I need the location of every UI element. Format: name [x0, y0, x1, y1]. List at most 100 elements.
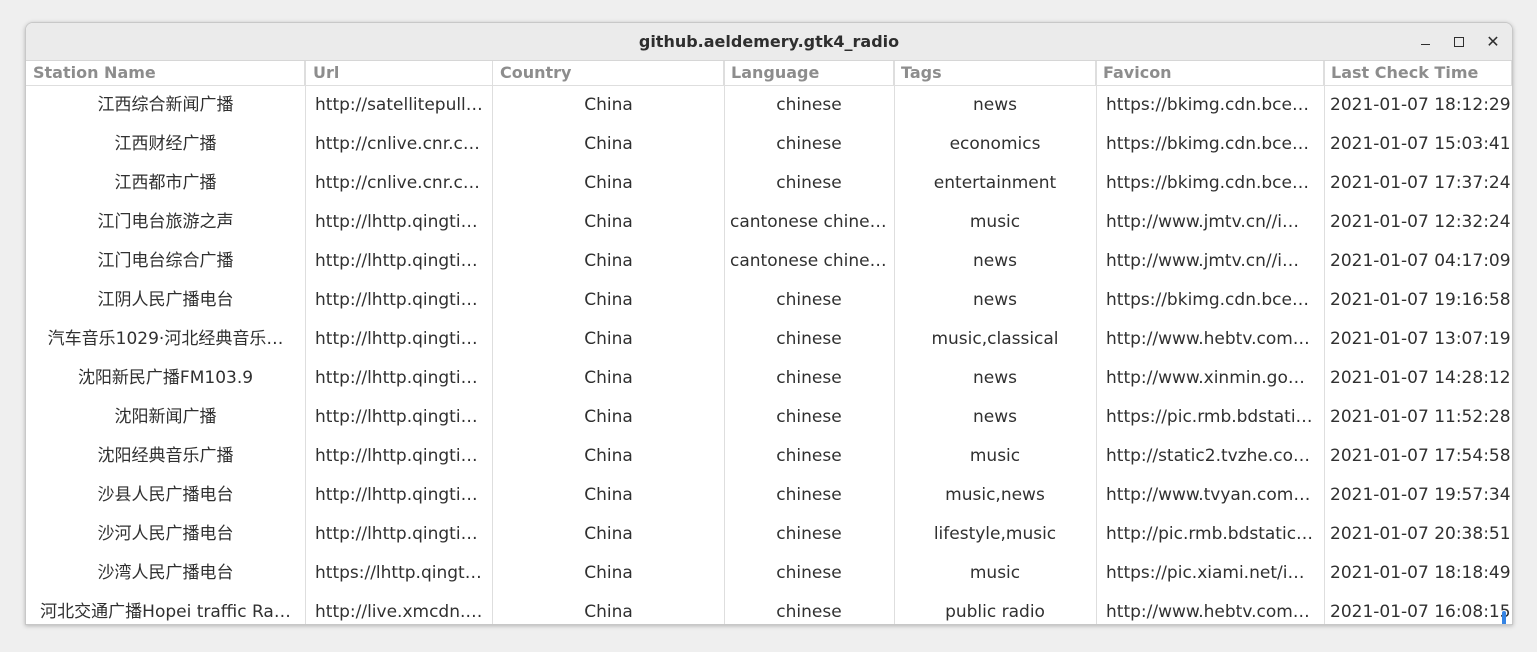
cell-language: chinese — [776, 524, 842, 544]
cell-url: http://satellitepull… — [315, 95, 483, 115]
cell-country: China — [584, 251, 633, 271]
vertical-scrollbar[interactable] — [1502, 611, 1506, 624]
cell-tags: entertainment — [933, 173, 1057, 193]
cell-language: chinese — [776, 290, 842, 310]
cell-last-check-time: 2021-01-07 17:37:24 — [1330, 173, 1511, 193]
column-header-url[interactable]: Url — [306, 61, 493, 85]
cell-url: http://lhttp.qingti… — [315, 368, 478, 388]
cell-last-check-time: 2021-01-07 14:28:12 — [1330, 368, 1511, 388]
cell-last-check-time: 2021-01-07 18:12:29 — [1330, 95, 1511, 115]
column-header-last-check-time[interactable]: Last Check Time — [1324, 61, 1512, 85]
cell-country: China — [584, 446, 633, 466]
cell-country: China — [584, 329, 633, 349]
cell-station-name: 沈阳新闻广播 — [114, 407, 217, 427]
cell-tags: music — [969, 563, 1021, 583]
cell-favicon: http://www.xinmin.go… — [1106, 368, 1305, 388]
column-divider — [305, 61, 306, 624]
cell-tags: music,classical — [931, 329, 1059, 349]
cell-language: chinese — [776, 563, 842, 583]
cell-favicon: https://bkimg.cdn.bce… — [1106, 95, 1309, 115]
cell-url: http://lhttp.qingti… — [315, 290, 478, 310]
cell-country: China — [584, 290, 633, 310]
cell-country: China — [584, 524, 633, 544]
cell-language: chinese — [776, 485, 842, 505]
cell-last-check-time: 2021-01-07 12:32:24 — [1330, 212, 1511, 232]
cell-last-check-time: 2021-01-07 19:16:58 — [1330, 290, 1511, 310]
cell-station-name: 江西综合新闻广播 — [97, 95, 234, 115]
cell-tags: music — [969, 446, 1021, 466]
station-table[interactable]: Station Name Url Country Language Tags F… — [26, 61, 1512, 624]
cell-favicon: http://www.jmtv.cn//i… — [1106, 212, 1300, 232]
cell-favicon: https://bkimg.cdn.bce… — [1106, 290, 1309, 310]
cell-url: http://cnlive.cnr.c… — [315, 173, 480, 193]
cell-tags: news — [973, 368, 1017, 388]
cell-favicon: https://bkimg.cdn.bce… — [1106, 173, 1309, 193]
column-divider — [894, 61, 895, 624]
column-divider — [1324, 61, 1325, 624]
table-header: Station Name Url Country Language Tags F… — [26, 61, 1512, 86]
cell-tags: news — [973, 290, 1017, 310]
cell-language: chinese — [776, 446, 842, 466]
cell-country: China — [584, 602, 633, 622]
cell-language: cantonese chinese — [730, 251, 889, 271]
cell-favicon: https://pic.rmb.bdstati… — [1106, 407, 1313, 427]
cell-last-check-time: 2021-01-07 11:52:28 — [1330, 407, 1511, 427]
table-row[interactable]: 江阴人民广播电台 http://lhttp.qingti… China chinese… — [26, 281, 1512, 320]
cell-last-check-time: 2021-01-07 17:54:58 — [1330, 446, 1511, 466]
cell-last-check-time: 2021-01-07 18:18:49 — [1330, 563, 1511, 583]
cell-station-name: 江西都市广播 — [114, 173, 217, 193]
cell-last-check-time: 2021-01-07 19:57:34 — [1330, 485, 1511, 505]
cell-last-check-time: 2021-01-07 20:38:51 — [1330, 524, 1511, 544]
column-header-country[interactable]: Country — [493, 61, 724, 85]
column-header-tags[interactable]: Tags — [894, 61, 1096, 85]
cell-url: https://lhttp.qingt… — [315, 563, 482, 583]
cell-favicon: http://static2.tvzhe.co… — [1106, 446, 1311, 466]
table-row[interactable]: 河北交通广播Hopei traffic Ra… http://live.xmcdn… — [26, 593, 1512, 624]
cell-url: http://live.xmcdn.… — [315, 602, 483, 622]
cell-tags: public radio — [945, 602, 1045, 622]
cell-last-check-time: 2021-01-07 04:17:09 — [1330, 251, 1511, 271]
cell-favicon: http://pic.rmb.bdstatic… — [1106, 524, 1314, 544]
cell-station-name: 江西财经广播 — [114, 134, 217, 154]
maximize-icon — [1454, 36, 1464, 47]
cell-station-name: 江阴人民广播电台 — [97, 290, 234, 310]
maximize-button[interactable] — [1448, 31, 1470, 53]
window-title: github.aeldemery.gtk4_radio — [638, 32, 900, 51]
column-header-language[interactable]: Language — [724, 61, 894, 85]
cell-station-name: 江门电台旅游之声 — [97, 212, 234, 232]
cell-url: http://lhttp.qingti… — [315, 407, 478, 427]
cell-url: http://lhttp.qingti… — [315, 251, 478, 271]
cell-last-check-time: 2021-01-07 15:03:41 — [1330, 134, 1511, 154]
cell-url: http://lhttp.qingti… — [315, 485, 478, 505]
title-bar[interactable]: github.aeldemery.gtk4_radio ✕ — [26, 23, 1512, 61]
cell-station-name: 沈阳经典音乐广播 — [97, 446, 234, 466]
minimize-icon — [1420, 44, 1430, 45]
close-button[interactable]: ✕ — [1482, 31, 1504, 53]
column-header-favicon[interactable]: Favicon — [1096, 61, 1324, 85]
cell-url: http://lhttp.qingti… — [315, 329, 478, 349]
cell-favicon: http://www.hebtv.com… — [1106, 329, 1310, 349]
cell-station-name: 河北交通广播Hopei traffic Ra… — [40, 602, 291, 622]
close-icon: ✕ — [1486, 32, 1500, 51]
cell-favicon: http://www.tvyan.com… — [1106, 485, 1311, 505]
cell-country: China — [584, 173, 633, 193]
column-header-station-name[interactable]: Station Name — [26, 61, 305, 85]
cell-language: chinese — [776, 329, 842, 349]
cell-language: chinese — [776, 95, 842, 115]
table-row[interactable]: 汽车音乐1029·河北经典音乐…http://lhttp.qingti…Chin… — [26, 320, 1512, 359]
minimize-button[interactable] — [1414, 31, 1436, 53]
cell-country: China — [584, 368, 633, 388]
app-window: github.aeldemery.gtk4_radio ✕ Station Na… — [25, 22, 1513, 625]
cell-country: China — [584, 212, 633, 232]
